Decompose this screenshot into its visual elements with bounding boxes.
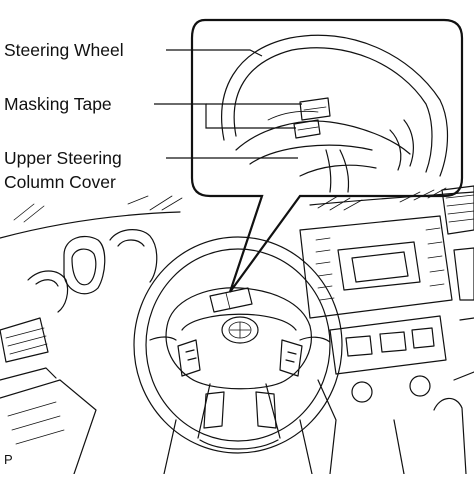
dashboard-drawing xyxy=(0,185,474,475)
callout-bubble xyxy=(190,18,464,293)
upper-cover-label-line2: Column Cover xyxy=(4,172,116,192)
leader-lines xyxy=(154,49,302,159)
steering-wheel-drawing xyxy=(133,236,343,475)
zoomed-wheel xyxy=(221,34,449,193)
upper-cover-label-line1: Upper Steering xyxy=(4,148,122,168)
steering-wheel-label: Steering Wheel xyxy=(4,40,124,60)
masking-tape-label: Masking Tape xyxy=(4,94,112,114)
upper-steering-column-cover-label: Upper Steering Column Cover xyxy=(4,146,122,194)
page-identifier: P xyxy=(4,452,13,467)
